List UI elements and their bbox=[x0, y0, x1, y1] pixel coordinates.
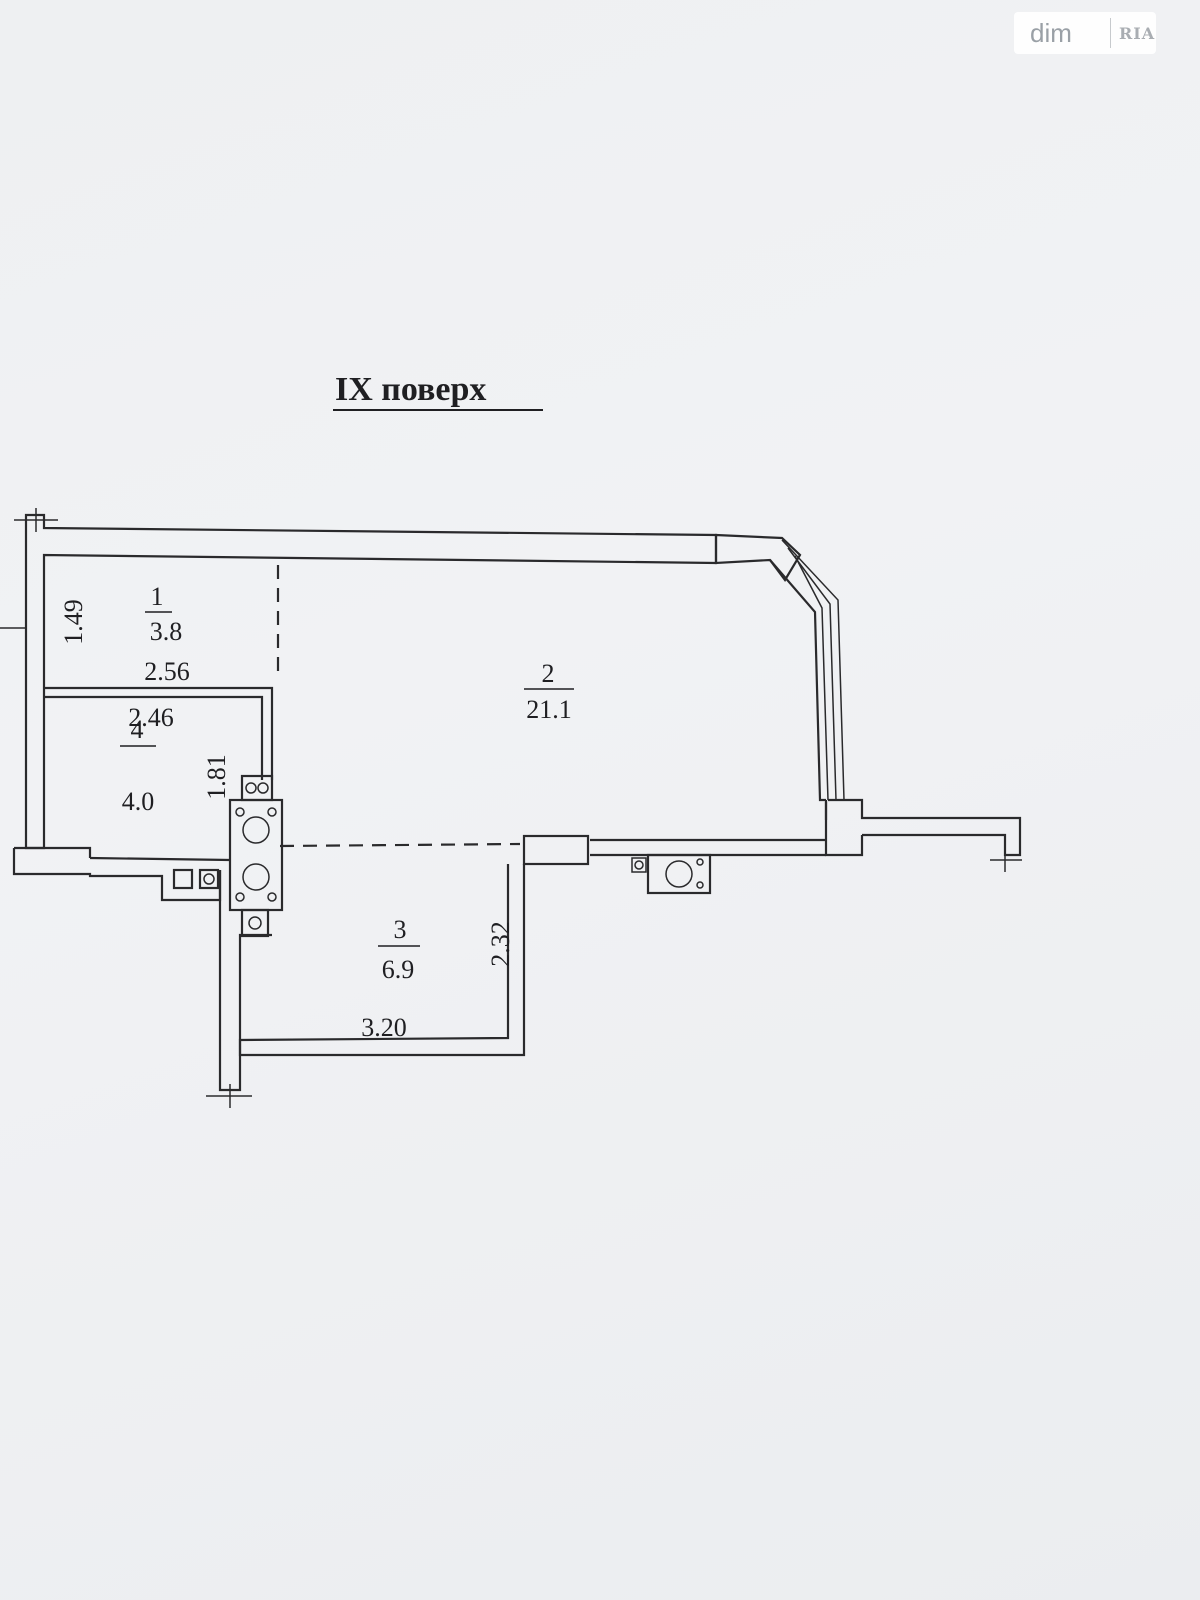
room-3-label: 3 6.9 bbox=[378, 915, 420, 984]
dimension-2-56: 2.56 bbox=[144, 657, 190, 686]
svg-text:2: 2 bbox=[542, 659, 555, 688]
svg-text:6.9: 6.9 bbox=[382, 955, 415, 984]
partitions bbox=[44, 565, 521, 848]
dimension-1-81: 1.81 bbox=[202, 754, 231, 800]
axis-marks bbox=[0, 508, 1022, 1108]
svg-text:3.8: 3.8 bbox=[150, 617, 183, 646]
dimension-2-46: 2.46 bbox=[128, 703, 174, 732]
room-1-label: 1 3.8 bbox=[145, 582, 182, 646]
dim-ria-watermark: dim RIA bbox=[1014, 12, 1156, 54]
svg-text:21.1: 21.1 bbox=[526, 695, 572, 724]
dimension-2-32: 2.32 bbox=[486, 921, 515, 967]
dimension-3-20: 3.20 bbox=[361, 1013, 407, 1042]
watermark-mark: RIA bbox=[1110, 18, 1155, 48]
room-4-label: 4 4.0 bbox=[120, 715, 156, 816]
room-2-label: 2 21.1 bbox=[524, 659, 574, 724]
ventilation-shafts bbox=[172, 774, 712, 938]
svg-text:1: 1 bbox=[151, 582, 164, 611]
svg-text:4: 4 bbox=[131, 715, 144, 744]
svg-text:4.0: 4.0 bbox=[122, 787, 155, 816]
dimension-1-49: 1.49 bbox=[59, 599, 88, 645]
svg-text:3: 3 bbox=[394, 915, 407, 944]
watermark-brand: dim bbox=[1030, 17, 1072, 48]
floor-title: IX поверх bbox=[335, 371, 486, 408]
outer-walls bbox=[12, 513, 1022, 1092]
